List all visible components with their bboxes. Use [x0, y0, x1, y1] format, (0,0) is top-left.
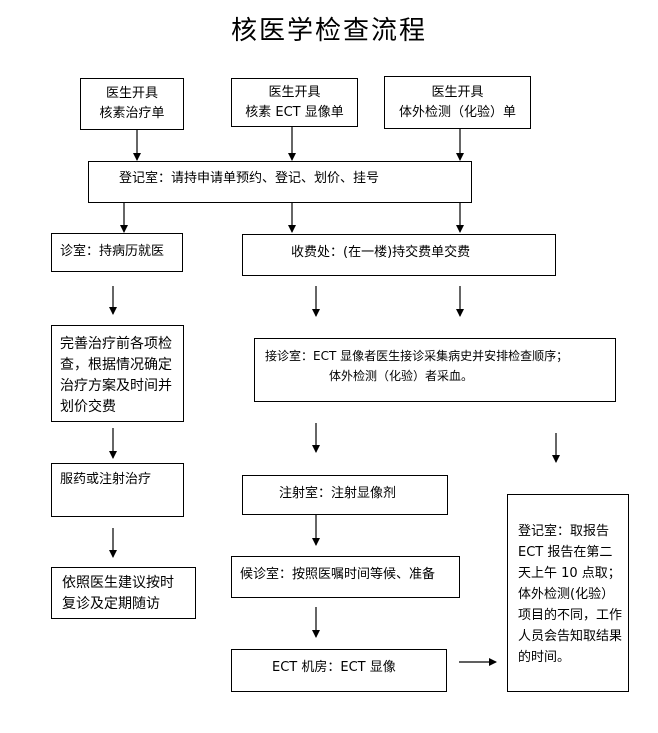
- injection-box: 注射室：注射显像剂: [242, 475, 448, 515]
- followup-box: 依照医生建议按时复诊及定期随访: [51, 567, 196, 619]
- treatment-order-line2: 核素治疗单: [99, 106, 165, 121]
- ect-order-line2: 核素 ECT 显像单: [245, 104, 344, 120]
- pre-treatment-box: 完善治疗前各项检查，根据情况确定治疗方案及时间并划价交费: [51, 325, 184, 422]
- medication-text: 服药或注射治疗: [60, 472, 152, 487]
- invitro-order-line1: 医生开具: [431, 84, 484, 100]
- ect-order-box: 医生开具 核素 ECT 显像单: [231, 78, 358, 127]
- registration-text: 登记室：请持申请单预约、登记、划价、挂号: [119, 171, 380, 186]
- followup-text: 依照医生建议按时复诊及定期随访: [62, 575, 174, 612]
- treatment-order-box: 医生开具 核素治疗单: [80, 78, 184, 130]
- page-title: 核医学检查流程: [230, 16, 427, 46]
- result-box: 登记室：取报告ECT 报告在第二天上午 10 点取；体外检测(化验）项目的不同，…: [507, 494, 629, 692]
- pre-treatment-text: 完善治疗前各项检查，根据情况确定治疗方案及时间并划价交费: [60, 336, 172, 415]
- result-text: 登记室：取报告ECT 报告在第二天上午 10 点取；体外检测(化验）项目的不同，…: [518, 524, 623, 665]
- cashier-text: 收费处：(在一楼)持交费单交费: [291, 245, 471, 260]
- clinic-text: 诊室：持病历就医: [60, 244, 165, 259]
- invitro-order-line2: 体外检测（化验）单: [398, 104, 516, 120]
- waiting-text: 候诊室：按照医嘱时间等候、准备: [240, 567, 436, 582]
- ect-room-box: ECT 机房：ECT 显像: [231, 649, 447, 692]
- reception-line1: 接诊室：ECT 显像者医生接诊采集病史并安排检查顺序；: [265, 349, 569, 363]
- ect-order-line1: 医生开具: [268, 84, 321, 100]
- cashier-box: 收费处：(在一楼)持交费单交费: [242, 234, 556, 276]
- invitro-order-box: 医生开具 体外检测（化验）单: [384, 76, 531, 129]
- registration-box: 登记室：请持申请单预约、登记、划价、挂号: [88, 161, 472, 203]
- reception-line2: 体外检测（化验）者采血。: [329, 369, 474, 383]
- clinic-box: 诊室：持病历就医: [51, 233, 183, 272]
- injection-text: 注射室：注射显像剂: [279, 486, 397, 501]
- waiting-box: 候诊室：按照医嘱时间等候、准备: [231, 556, 460, 598]
- medication-box: 服药或注射治疗: [51, 463, 184, 517]
- ect-room-text: ECT 机房：ECT 显像: [272, 660, 396, 675]
- reception-box: 接诊室：ECT 显像者医生接诊采集病史并安排检查顺序； 体外检测（化验）者采血。: [254, 338, 616, 402]
- treatment-order-line1: 医生开具: [105, 86, 158, 101]
